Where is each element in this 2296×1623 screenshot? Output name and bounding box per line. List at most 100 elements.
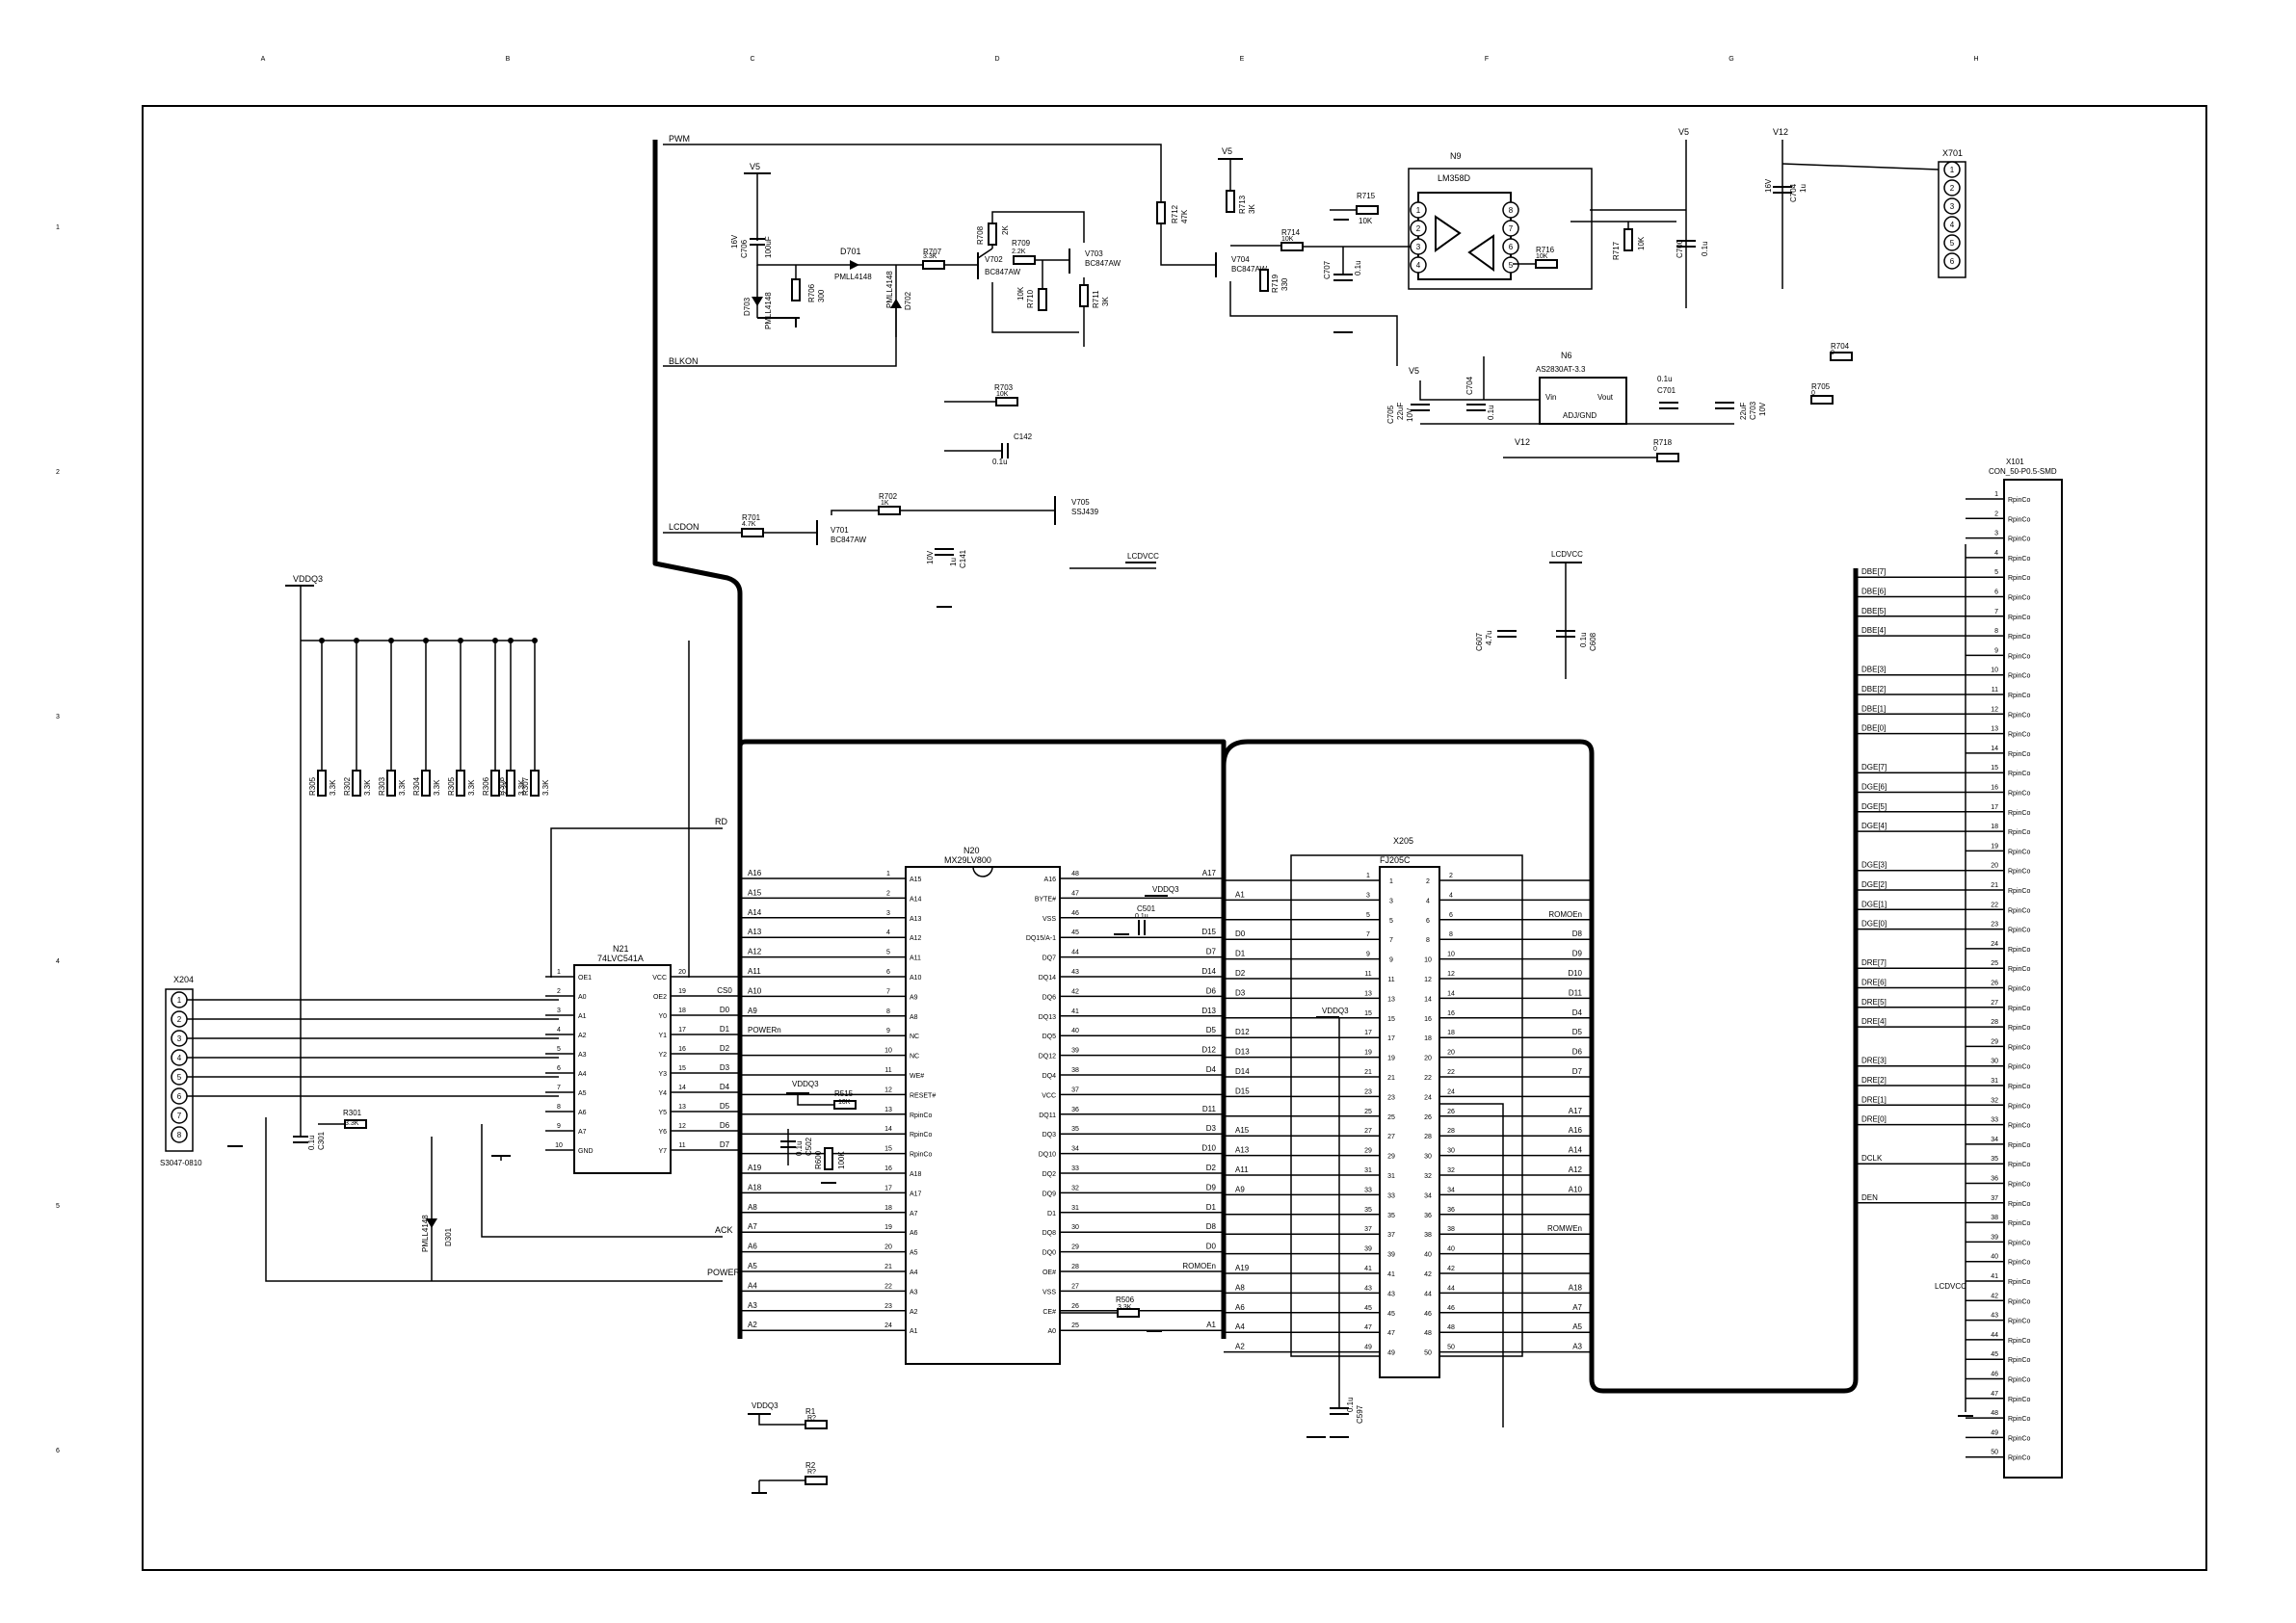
x101-pin-num: 1: [1994, 491, 1998, 498]
pullup-value: 3.3K: [398, 779, 407, 796]
x205-net-label: A5: [1572, 1322, 1582, 1331]
x205-net-label: A4: [1235, 1322, 1245, 1331]
x101-pin-name: RpinCo: [2008, 575, 2030, 582]
r706-value: 300: [817, 289, 826, 302]
n20-pin-name: DQ0: [1042, 1250, 1057, 1257]
n20-pin-num: 42: [1071, 988, 1079, 995]
x101-pin-num: 30: [1991, 1059, 1998, 1065]
n20-pin-name: A7: [910, 1211, 918, 1217]
n21-pin-num: 18: [678, 1008, 686, 1014]
x101-pin-name: RpinCo: [2008, 693, 2030, 699]
r711-ref: R711: [1092, 290, 1100, 308]
x205-inner-num: 27: [1387, 1134, 1395, 1140]
v705-value: SSJ439: [1071, 508, 1099, 516]
x205-pin-num: 5: [1366, 912, 1370, 919]
n20-value: MX29LV800: [944, 855, 991, 865]
x101-pin-num: 19: [1991, 843, 1998, 850]
n21-pin-num: 13: [678, 1104, 686, 1111]
x205-inner-num: 6: [1426, 918, 1430, 925]
x101-pin-num: 13: [1991, 726, 1998, 733]
x205-inner-num: 38: [1424, 1232, 1432, 1239]
x205-net-label: A8: [1235, 1283, 1245, 1292]
pullup-value: 3.3K: [541, 779, 550, 796]
x205-net-label: D10: [1568, 969, 1582, 978]
c608-value: 0.1u: [1579, 632, 1588, 647]
x205-pin-num: 36: [1447, 1207, 1455, 1214]
x205-pin-num: 28: [1447, 1128, 1455, 1135]
x205-inner-num: 7: [1389, 937, 1393, 944]
x101-pin-name: RpinCo: [2008, 653, 2030, 660]
x101-pin-num: 39: [1991, 1234, 1998, 1241]
x205-net-label: ROMOEn: [1548, 910, 1582, 919]
bus-flash: [737, 739, 1227, 1339]
n21-pin-num: 7: [557, 1085, 561, 1091]
x101-pin-num: 32: [1991, 1097, 1998, 1104]
n20-pin-name: DQ8: [1042, 1230, 1057, 1237]
net-lcdon: LCDON: [669, 522, 699, 532]
v705-ref: V705: [1071, 498, 1090, 507]
n21-pin-name: Y3: [658, 1071, 667, 1078]
x205-net-label: D4: [1572, 1008, 1583, 1017]
grid-row-6: 6: [56, 1448, 60, 1454]
x205-net-label: A14: [1569, 1146, 1583, 1155]
x205-inner-num: 31: [1387, 1173, 1395, 1180]
x205-pin-num: 14: [1447, 990, 1455, 997]
r718-value: 0: [1653, 446, 1657, 453]
x205-pin-num: 21: [1364, 1069, 1372, 1076]
x101-body: [2003, 479, 2063, 1479]
x101-pin-num: 23: [1991, 922, 1998, 929]
n20-pin-num: 32: [1071, 1185, 1079, 1191]
n20-net-label: A3: [748, 1301, 757, 1310]
n6-pin-vin: Vin: [1545, 393, 1556, 402]
x101-pin-name: RpinCo: [2008, 1455, 2030, 1462]
c706-ref: C706: [740, 239, 749, 258]
x205-inner-num: 33: [1387, 1192, 1395, 1199]
n20-net-label: D5: [1206, 1026, 1217, 1034]
x101-pin-num: 17: [1991, 804, 1998, 811]
n20-net-label: D9: [1206, 1183, 1217, 1191]
pullup-resistor-body: [386, 770, 396, 797]
x101-pins: 1RpinCo2RpinCo3RpinCo4RpinCo5RpinCoDBE[7…: [1856, 491, 2030, 1462]
x101-pin-num: 40: [1991, 1254, 1998, 1261]
v701-ref: V701: [831, 526, 849, 535]
x205-inner-num: 17: [1387, 1035, 1395, 1042]
x101-net-label: DBE[6]: [1861, 588, 1886, 596]
x205-pin-num: 42: [1447, 1266, 1455, 1272]
n20-pin-name: A2: [910, 1309, 918, 1316]
x101-net-label: DBE[2]: [1861, 685, 1886, 694]
x205-net-label: D2: [1235, 969, 1246, 978]
x701-pin-circle: [1943, 197, 1961, 215]
c707-ref: C707: [1323, 260, 1332, 279]
x701-pin-2: 2: [1950, 184, 1955, 193]
x101-net-label: DBE[0]: [1861, 724, 1886, 733]
n20-pin-num: 11: [884, 1067, 891, 1074]
x101-pin-num: 22: [1991, 902, 1998, 908]
x101-pin-name: RpinCo: [2008, 634, 2030, 641]
x205-pin-num: 22: [1447, 1069, 1455, 1076]
n20-pin-name: WE#: [910, 1073, 924, 1080]
grid-col-G: G: [1729, 56, 1733, 63]
wire-v701: [831, 510, 879, 515]
x205-net-label: D15: [1235, 1086, 1250, 1095]
n20-pin-num: 40: [1071, 1028, 1079, 1034]
grid-row-2: 2: [56, 469, 60, 476]
x205-inner-num: 3: [1389, 898, 1393, 904]
x101-pin-name: RpinCo: [2008, 712, 2030, 719]
n20-pin-num: 18: [884, 1205, 892, 1212]
x101-pin-name: RpinCo: [2008, 1103, 2030, 1110]
bus-main-left: [652, 140, 743, 1339]
n9-pin-3: 3: [1416, 243, 1421, 251]
r712-body: [1156, 201, 1166, 224]
r701-ref: R701: [742, 513, 761, 522]
c704-ref: C704: [1465, 376, 1474, 395]
x205-net-label: A16: [1569, 1126, 1583, 1135]
x205-net-label: D3: [1235, 988, 1246, 997]
x101-pin-num: 5: [1994, 569, 1998, 576]
net-pwm: PWM: [669, 134, 690, 144]
x101-net-label: DRE[1]: [1861, 1095, 1887, 1104]
x204-value: S3047-0810: [160, 1159, 202, 1167]
x101-pin-num: 49: [1991, 1429, 1998, 1436]
r701-body: [741, 528, 764, 537]
